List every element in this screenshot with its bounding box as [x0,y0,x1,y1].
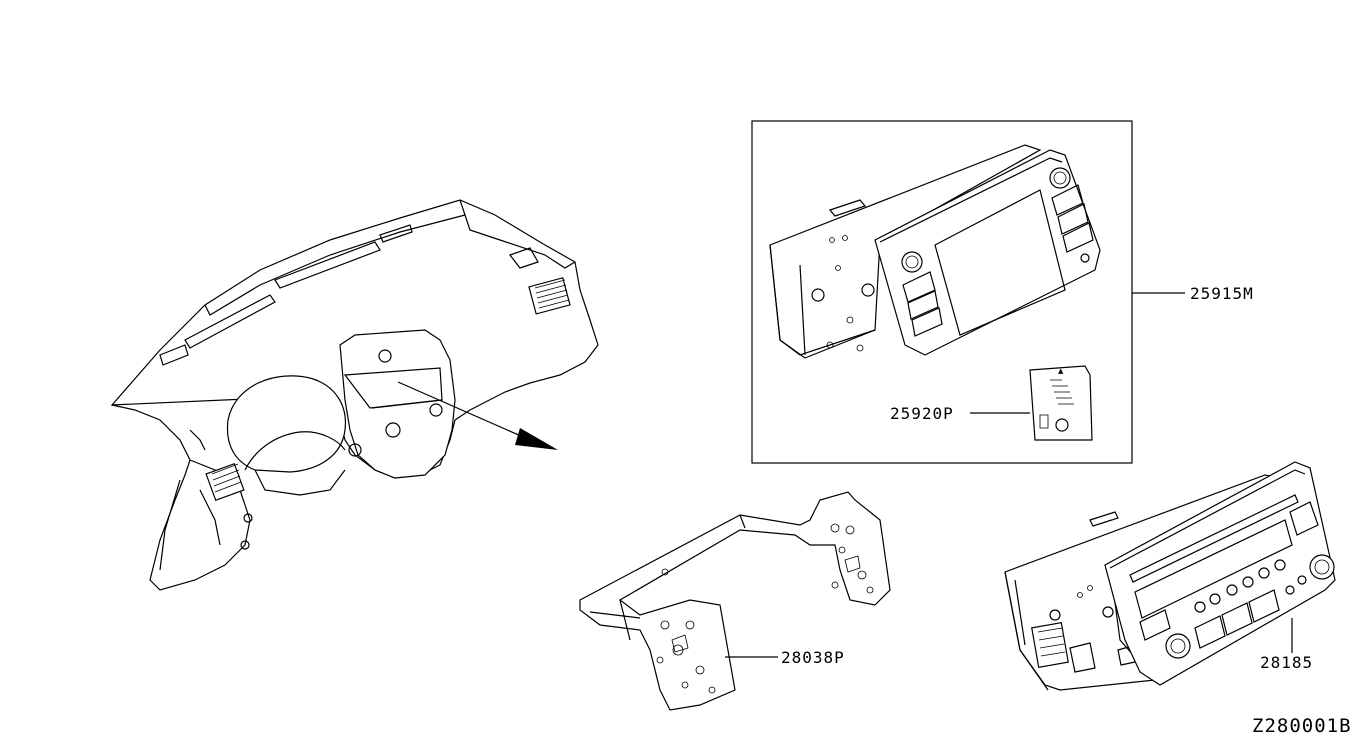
part-label-28038P: 28038P [781,648,845,667]
radio-display-unit-drawing [769,144,1101,359]
mounting-bracket-drawing [579,491,891,711]
part-label-28185: 28185 [1260,653,1313,672]
svg-text:▲: ▲ [1058,367,1064,375]
audio-unit-drawing [1004,461,1336,691]
instrument-panel-drawing [110,199,599,591]
leader-lines [725,292,1293,658]
memory-card-drawing: ▲ [1029,365,1093,441]
reference-code: Z280001B [1252,715,1352,736]
nav-unit-box [751,120,1133,464]
part-label-25915M: 25915M [1190,284,1254,303]
part-label-25920P: 25920P [890,404,954,423]
